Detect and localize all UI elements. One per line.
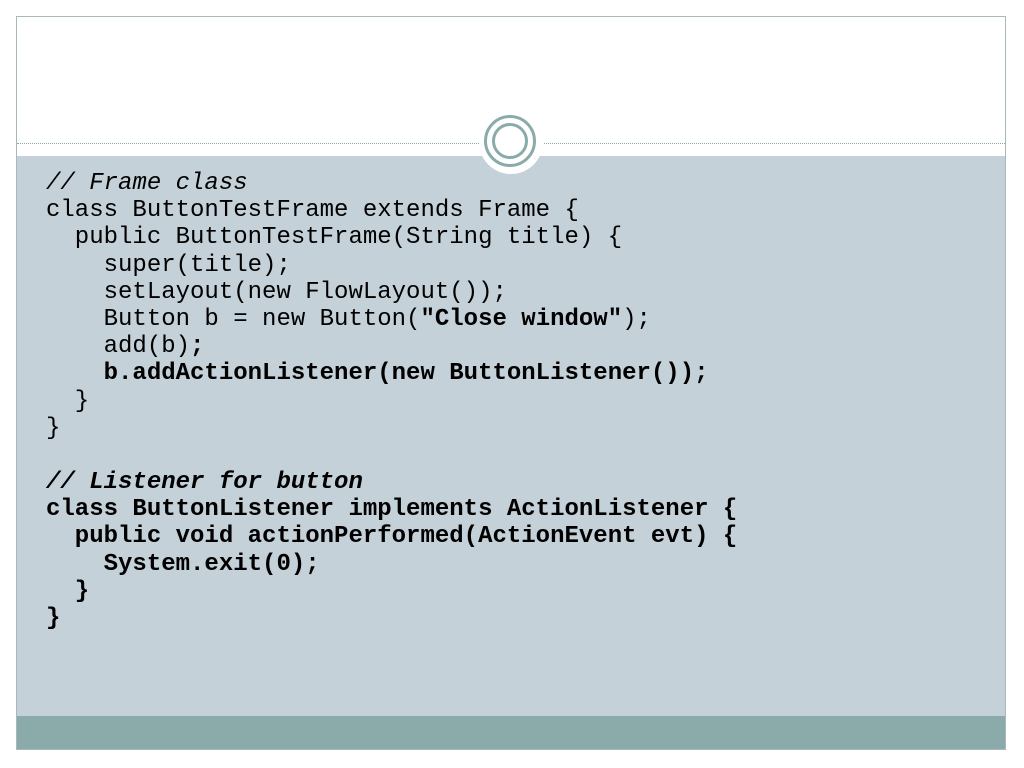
code-segment: super(title); (46, 251, 291, 279)
code-line: add(b); (46, 333, 737, 360)
code-line: super(title); (46, 252, 737, 279)
code-segment: } (46, 577, 90, 605)
content-panel (17, 156, 1005, 716)
code-line: class ButtonListener implements ActionLi… (46, 496, 737, 523)
code-segment: } (46, 605, 61, 632)
code-segment: // Frame class (46, 170, 248, 197)
code-segment: System.exit(0); (46, 550, 320, 578)
code-segment: } (46, 414, 61, 442)
code-line: } (46, 388, 737, 415)
code-line: Button b = new Button("Close window"); (46, 306, 737, 333)
code-segment: b.addActionListener(new ButtonListener()… (46, 360, 709, 388)
code-line: // Frame class (46, 170, 737, 197)
code-segment: setLayout(new FlowLayout()); (46, 278, 507, 306)
code-line: // Listener for button (46, 469, 737, 496)
code-line: } (46, 578, 737, 605)
code-segment: class ButtonTestFrame extends Frame { (46, 197, 579, 225)
code-line: setLayout(new FlowLayout()); (46, 279, 737, 306)
code-line: } (46, 605, 737, 632)
code-line: public ButtonTestFrame(String title) { (46, 224, 737, 251)
code-segment: class ButtonListener implements ActionLi… (46, 496, 738, 524)
code-segment: add(b) (46, 333, 191, 361)
code-line: } (46, 415, 737, 442)
outer-ring (484, 115, 536, 167)
code-segment: ); (622, 305, 651, 333)
code-segment: ; (190, 333, 205, 361)
code-line: b.addActionListener(new ButtonListener()… (46, 360, 737, 387)
code-segment: Button b = new Button( (46, 305, 421, 333)
code-line: public void actionPerformed(ActionEvent … (46, 523, 738, 551)
code-segment: // Listener for button (46, 469, 363, 497)
code-segment: } (46, 387, 90, 415)
circle-ornament-icon (479, 110, 543, 174)
code-segment: public ButtonTestFrame(String title) { (46, 224, 623, 252)
code-line: class ButtonTestFrame extends Frame { (46, 197, 737, 224)
inner-ring (492, 123, 528, 159)
footer-bar (17, 716, 1005, 749)
code-segment: "Close window" (420, 305, 623, 333)
code-segment: public void actionPerformed(ActionEvent … (46, 523, 738, 551)
code-line: System.exit(0); (46, 551, 737, 578)
code-line (46, 442, 737, 469)
